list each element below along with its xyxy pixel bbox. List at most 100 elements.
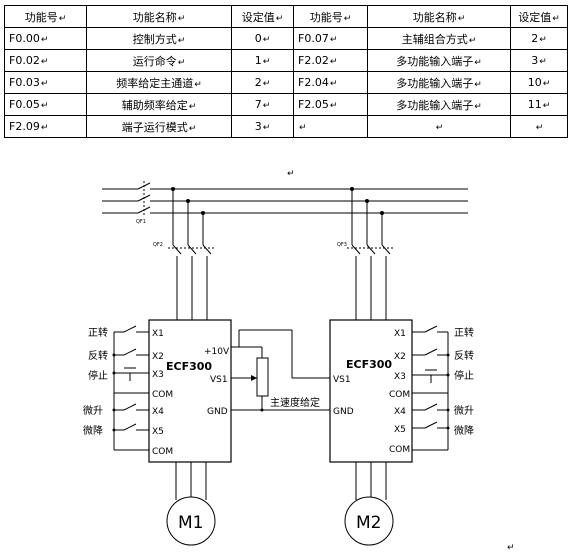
- left-pin-gnd: GND: [207, 407, 228, 417]
- left-motor: [166, 496, 216, 546]
- right-switch-wiring: [412, 325, 450, 451]
- left-label-reverse: 反转: [88, 349, 108, 362]
- right-motor-wiring: [355, 462, 387, 500]
- cell-return-mark: ↵: [262, 101, 271, 111]
- left-pin-com2: COM: [152, 447, 173, 457]
- cell-return-mark: ↵: [539, 57, 547, 67]
- cell-return-mark: ↵: [468, 35, 477, 46]
- parameter-table: 功能号↵功能名称↵设定值↵功能号↵功能名称↵设定值↵ F0.00↵控制方式↵0↵…: [4, 5, 568, 138]
- cell-return-mark: ↵: [329, 35, 338, 45]
- right-branch-wiring: QF3: [337, 187, 393, 320]
- table-header-row: 功能号↵功能名称↵设定值↵功能号↵功能名称↵设定值↵: [4, 5, 568, 28]
- left-drive-inputs: X1 X2 X3 COM X4 X5 COM: [152, 329, 173, 457]
- cell-return-mark: ↵: [539, 35, 547, 45]
- cell-return-mark: ↵: [457, 13, 466, 24]
- cell-return-mark: ↵: [542, 101, 551, 111]
- left-label-forward: 正转: [88, 326, 108, 339]
- cell-return-mark: ↵: [435, 123, 444, 133]
- table-header-cell: 功能名称↵: [86, 5, 232, 28]
- qf1-label: QF1: [136, 219, 146, 225]
- right-pin-vs1: VS1: [333, 375, 351, 385]
- right-pin-com2: COM: [389, 445, 410, 455]
- table-cell: 端子运行模式↵: [86, 115, 232, 138]
- left-motor-wiring: [175, 462, 207, 500]
- left-pin-x3: X3: [152, 370, 164, 380]
- left-label-stop: 停止: [88, 369, 108, 382]
- right-pin-x2: X2: [394, 352, 406, 362]
- cell-return-mark: ↵: [177, 13, 186, 24]
- table-row: F0.00↵控制方式↵0↵F0.07↵主辅组合方式↵2↵: [4, 27, 568, 50]
- cell-return-mark: ↵: [58, 13, 67, 24]
- cell-return-mark: ↵: [177, 57, 186, 68]
- right-pin-x3: X3: [394, 372, 406, 382]
- left-branch-wiring: QF2: [153, 187, 214, 320]
- table-row: F2.09↵端子运行模式↵3↵↵↵↵: [4, 115, 568, 138]
- cell-return-mark: ↵: [40, 57, 49, 67]
- cell-return-mark: ↵: [474, 57, 482, 68]
- breaker-qf1: QF1: [136, 181, 151, 225]
- right-motor: [344, 496, 394, 546]
- cell-return-mark: ↵: [188, 101, 197, 112]
- cell-return-mark: ↵: [40, 79, 49, 89]
- right-pin-x1: X1: [394, 329, 406, 339]
- power-bus: [102, 188, 468, 214]
- cell-return-mark: ↵: [262, 79, 271, 89]
- cell-return-mark: ↵: [188, 123, 197, 134]
- right-drive-inputs: X1 X2 X3 COM X4 X5 COM: [389, 329, 410, 455]
- cell-return-mark: ↵: [542, 79, 551, 89]
- left-drive-box: [148, 319, 232, 463]
- cell-return-mark: ↵: [177, 35, 186, 46]
- right-label-forward: 正转: [454, 326, 474, 339]
- cell-return-mark: ↵: [194, 79, 202, 90]
- cell-return-mark: ↵: [40, 101, 49, 111]
- motor-m2-label: M2: [356, 513, 381, 533]
- right-pin-x5: X5: [394, 425, 406, 435]
- left-label-fine-up: 微升: [83, 404, 103, 417]
- cell-return-mark: ↵: [329, 101, 338, 111]
- left-switch-wiring: [112, 325, 149, 451]
- table-header-cell: 设定值↵: [510, 5, 568, 28]
- right-label-fine-down: 微降: [454, 424, 474, 437]
- table-header-cell: 设定值↵: [231, 5, 294, 28]
- table-cell: F0.03↵: [4, 71, 87, 94]
- cell-return-mark: ↵: [343, 13, 352, 24]
- cell-return-mark: ↵: [474, 79, 482, 90]
- left-label-fine-down: 微降: [83, 424, 103, 437]
- table-cell: 10↵: [510, 71, 568, 94]
- return-mark: ↵: [507, 543, 515, 553]
- left-drive-outputs: +10V VS1 GND: [204, 347, 230, 417]
- motor-m1-label: M1: [178, 513, 203, 533]
- left-pin-10v: +10V: [204, 347, 230, 357]
- cell-return-mark: ↵: [329, 57, 338, 67]
- return-mark: ↵: [287, 169, 295, 179]
- left-pin-x1: X1: [152, 329, 164, 339]
- left-pin-x4: X4: [152, 407, 164, 417]
- table-cell: F0.05↵: [4, 93, 87, 116]
- cell-return-mark: ↵: [40, 123, 49, 133]
- cell-return-mark: ↵: [262, 123, 271, 133]
- cell-return-mark: ↵: [262, 35, 271, 45]
- left-pin-vs1: VS1: [210, 375, 228, 385]
- qf2-label: QF2: [153, 242, 163, 248]
- cell-return-mark: ↵: [329, 79, 338, 89]
- left-pin-com: COM: [152, 390, 173, 400]
- cell-return-mark: ↵: [299, 123, 307, 133]
- cell-return-mark: ↵: [275, 13, 284, 24]
- table-header-cell: 功能名称↵: [367, 5, 511, 28]
- cell-return-mark: ↵: [262, 57, 271, 67]
- right-label-stop: 停止: [454, 369, 474, 382]
- cell-return-mark: ↵: [474, 101, 482, 112]
- potentiometer: [231, 329, 330, 412]
- cell-return-mark: ↵: [535, 123, 544, 133]
- table-row: F0.03↵频率给定主通道↵2↵F2.04↵多功能输入端子↵10↵: [4, 71, 568, 94]
- right-drive-outputs: VS1 GND: [333, 375, 354, 417]
- right-pin-gnd: GND: [333, 407, 354, 417]
- cell-return-mark: ↵: [552, 13, 560, 24]
- table-cell: ↵: [510, 115, 568, 138]
- right-switch-labels: 正转 反转 停止 微升 微降: [454, 326, 474, 437]
- left-pin-x2: X2: [152, 352, 164, 362]
- left-switch-labels: 正转 反转 停止 微升 微降: [83, 326, 108, 437]
- table-cell: F2.09↵: [4, 115, 87, 138]
- right-drive-model: ECF300: [346, 358, 392, 371]
